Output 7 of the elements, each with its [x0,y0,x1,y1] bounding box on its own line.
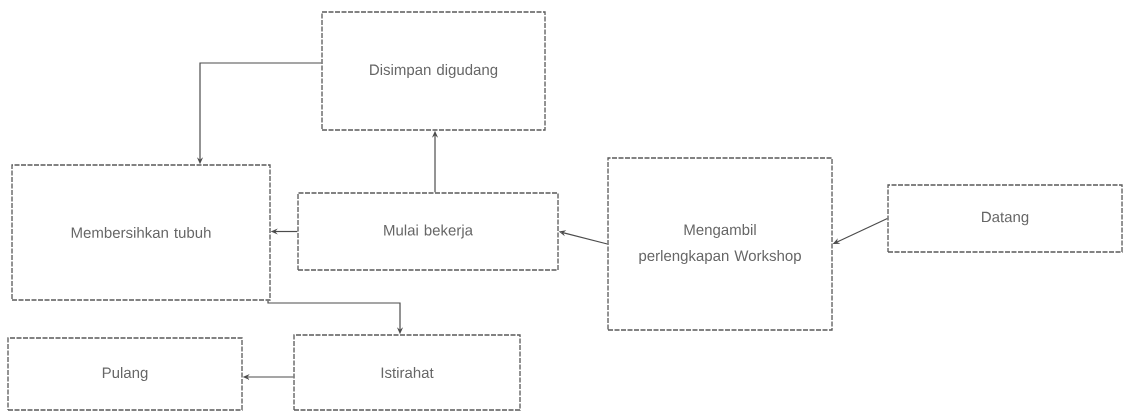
process-box: Pulang [7,337,243,411]
process-box: Istirahat [293,334,521,411]
process-box: Datang [887,184,1123,253]
process-box: Membersihkan tubuh [11,164,271,301]
process-box: Mulai bekerja [297,192,559,271]
process-box: Mengambil perlengkapan Workshop [607,157,833,331]
process-box: Disimpan digudang [321,11,546,131]
